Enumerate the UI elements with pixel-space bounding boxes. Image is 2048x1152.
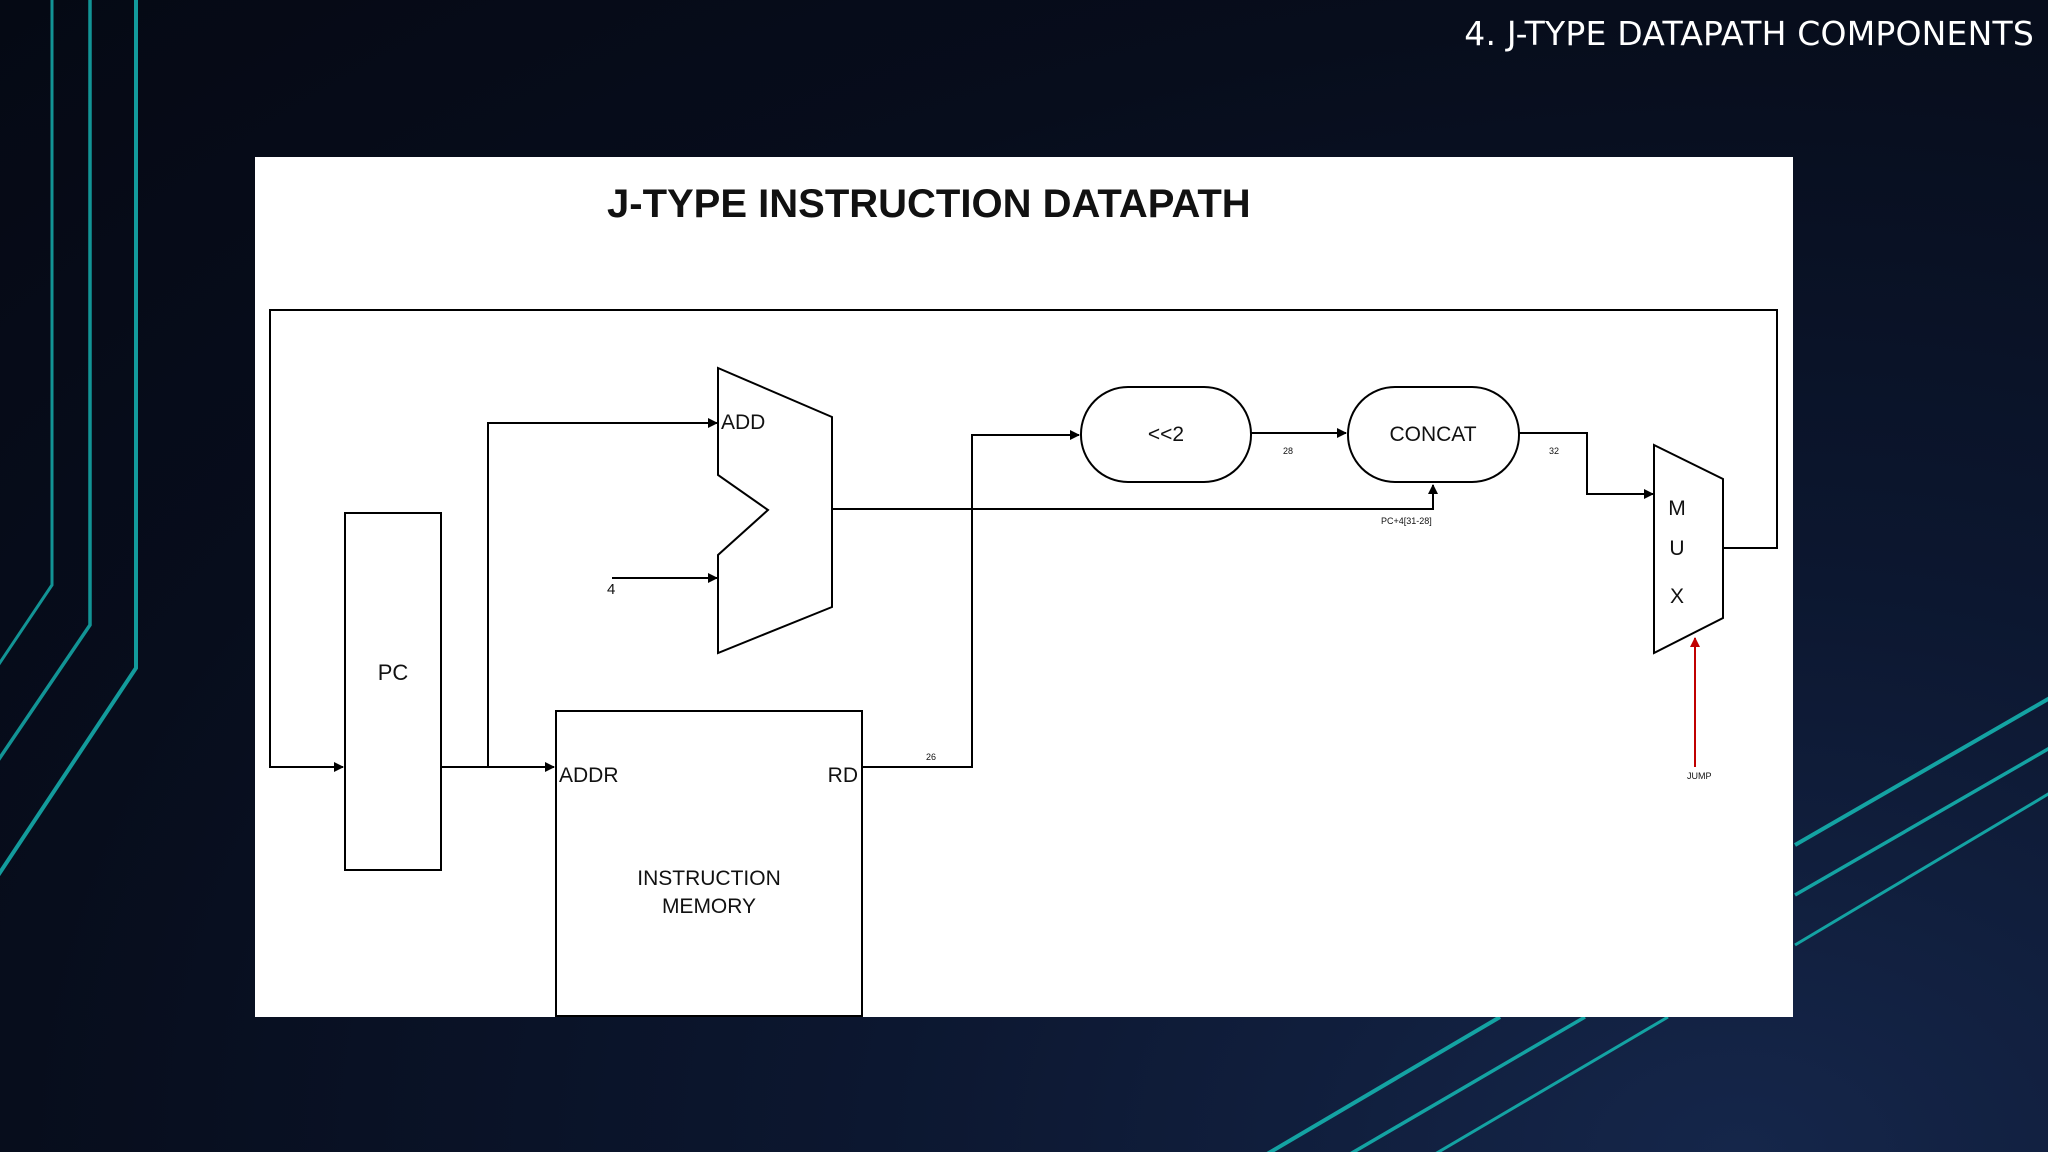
bits-rd-label: 26	[926, 752, 936, 762]
imem-name-line1: INSTRUCTION	[637, 867, 781, 890]
slide-heading: 4. J-TYPE DATAPATH COMPONENTS	[1464, 14, 2034, 53]
imem-rd-label: RD	[828, 764, 858, 787]
accent-line-right-3	[1794, 792, 2048, 947]
wire-pc-to-adder	[487, 418, 718, 767]
imem-addr-label: ADDR	[559, 764, 619, 787]
bits-shift-label: 28	[1283, 446, 1293, 456]
adder-const-4: 4	[607, 581, 615, 598]
mux-letter-m: M	[1668, 497, 1686, 520]
diagram-panel: J-TYPE INSTRUCTION DATAPATH PC	[255, 157, 1793, 1017]
imem-name-line2: MEMORY	[662, 895, 756, 918]
diagram-title: J-TYPE INSTRUCTION DATAPATH	[607, 182, 1251, 226]
accent-line-bottom-1	[1266, 1015, 1502, 1152]
bits-concat-label: 32	[1549, 446, 1559, 456]
mux-letter-u: U	[1669, 537, 1684, 560]
wire-adder-to-concat	[832, 484, 1438, 510]
accent-line-right-2	[1794, 747, 2048, 897]
adder-unit	[717, 366, 833, 655]
accent-line-right-1	[1794, 696, 2048, 847]
accent-line-bottom-3	[1435, 1015, 1669, 1152]
concat-label: CONCAT	[1389, 423, 1476, 446]
adder-label: ADD	[721, 411, 765, 434]
jump-signal-label: JUMP	[1687, 771, 1712, 781]
shift-label: <<2	[1148, 423, 1184, 446]
wire-feedback-loop	[269, 309, 1778, 772]
jtype-datapath-diagram: J-TYPE INSTRUCTION DATAPATH PC	[269, 182, 1778, 1017]
accent-line-bottom-2	[1350, 1015, 1586, 1152]
wire-rd-to-shift	[862, 430, 1080, 768]
accent-line-left-3	[0, 0, 138, 877]
pc-register	[344, 512, 442, 871]
accent-line-left-1	[0, 0, 54, 666]
jump-mux	[1653, 443, 1724, 655]
instruction-memory	[555, 710, 863, 1017]
mux-letter-x: X	[1670, 585, 1684, 608]
pc-label: PC	[378, 660, 409, 685]
pc4-bits-label: PC+4[31-28]	[1381, 516, 1432, 526]
wire-concat-to-mux	[1519, 432, 1654, 499]
shift-left-2-unit	[1080, 386, 1252, 483]
accent-line-left-2	[0, 0, 92, 761]
concat-unit	[1347, 386, 1520, 483]
